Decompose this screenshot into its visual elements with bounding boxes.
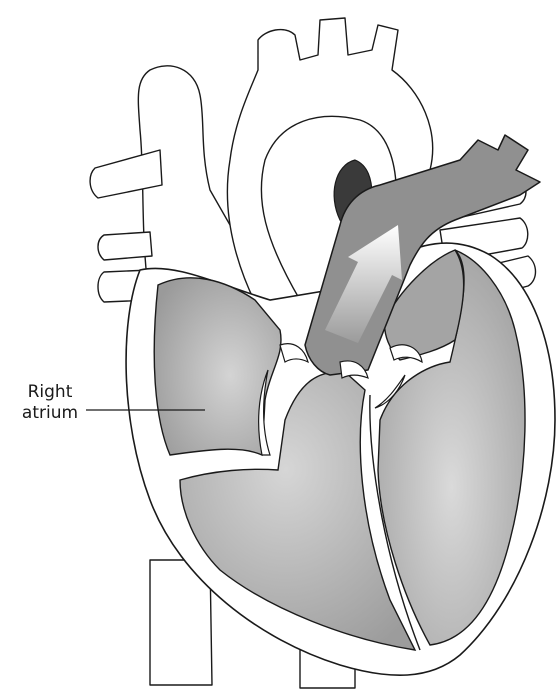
- right-atrium-label: Right atrium: [10, 382, 90, 424]
- pulmonary-vein-left-mid: [98, 232, 152, 260]
- right-atrium-label-line2: atrium: [10, 403, 90, 424]
- right-atrium-label-line1: Right: [10, 382, 90, 403]
